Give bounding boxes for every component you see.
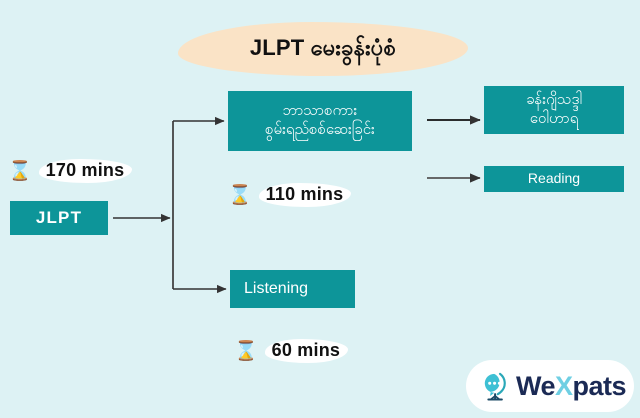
node-listening[interactable]: Listening <box>230 270 355 308</box>
root-time-highlight: 170 mins <box>38 158 133 184</box>
listening-time-highlight: 60 mins <box>264 338 349 364</box>
node-kanji-grammar-vocab-label: ခန်းဂျိသဒ္ဒါ ဝေါဟာရ <box>526 91 582 129</box>
node-language-knowledge[interactable]: ဘာသာစကား စွမ်းရည်စစ်ဆေးခြင်း <box>228 91 412 151</box>
listening-time-text: 60 mins <box>271 340 341 360</box>
root-time-label: ⌛ 170 mins <box>8 158 132 184</box>
node-language-knowledge-label: ဘာသာစကား စွမ်းရည်စစ်ဆေးခြင်း <box>265 102 375 140</box>
node-listening-label: Listening <box>244 280 309 297</box>
node-kanji-grammar-vocab-line1: ခန်းဂျိသဒ္ဒါ <box>526 91 582 109</box>
title-highlight-brush <box>178 22 468 76</box>
hourglass-icon: ⌛ <box>234 340 258 362</box>
language-knowledge-time-highlight: 110 mins <box>258 182 352 208</box>
language-knowledge-time-text: 110 mins <box>265 184 344 204</box>
node-jlpt[interactable]: JLPT <box>10 201 108 235</box>
logo-text-pats: pats <box>572 370 627 401</box>
wexpats-logo-text: WeXpats <box>516 370 627 401</box>
node-kanji-grammar-vocab-line2: ဝေါဟာရ <box>529 110 579 127</box>
language-knowledge-time-label: ⌛ 110 mins <box>228 182 351 208</box>
node-kanji-grammar-vocab[interactable]: ခန်းဂျိသဒ္ဒါ ဝေါဟာရ <box>484 86 624 134</box>
page-title-text: JLPT မေးခွန်းပုံစံ <box>249 34 397 60</box>
node-jlpt-label: JLPT <box>35 208 83 228</box>
root-time-text: 170 mins <box>45 160 125 180</box>
logo-text-we: We <box>516 370 556 401</box>
hourglass-icon: ⌛ <box>228 184 252 206</box>
node-reading[interactable]: Reading <box>484 166 624 192</box>
globe-speech-bubble-icon <box>484 372 506 401</box>
logo-text-x: X <box>555 370 573 401</box>
hourglass-icon: ⌛ <box>8 160 32 182</box>
page-title: JLPT မေးခွန်းပုံစံ <box>178 22 468 76</box>
node-reading-label: Reading <box>527 170 581 187</box>
node-language-knowledge-line1: ဘာသာစကား <box>282 102 358 120</box>
node-language-knowledge-line2: စွမ်းရည်စစ်ဆေးခြင်း <box>265 121 375 138</box>
wexpats-logo: WeXpats <box>466 360 634 412</box>
listening-time-label: ⌛ 60 mins <box>234 338 349 364</box>
